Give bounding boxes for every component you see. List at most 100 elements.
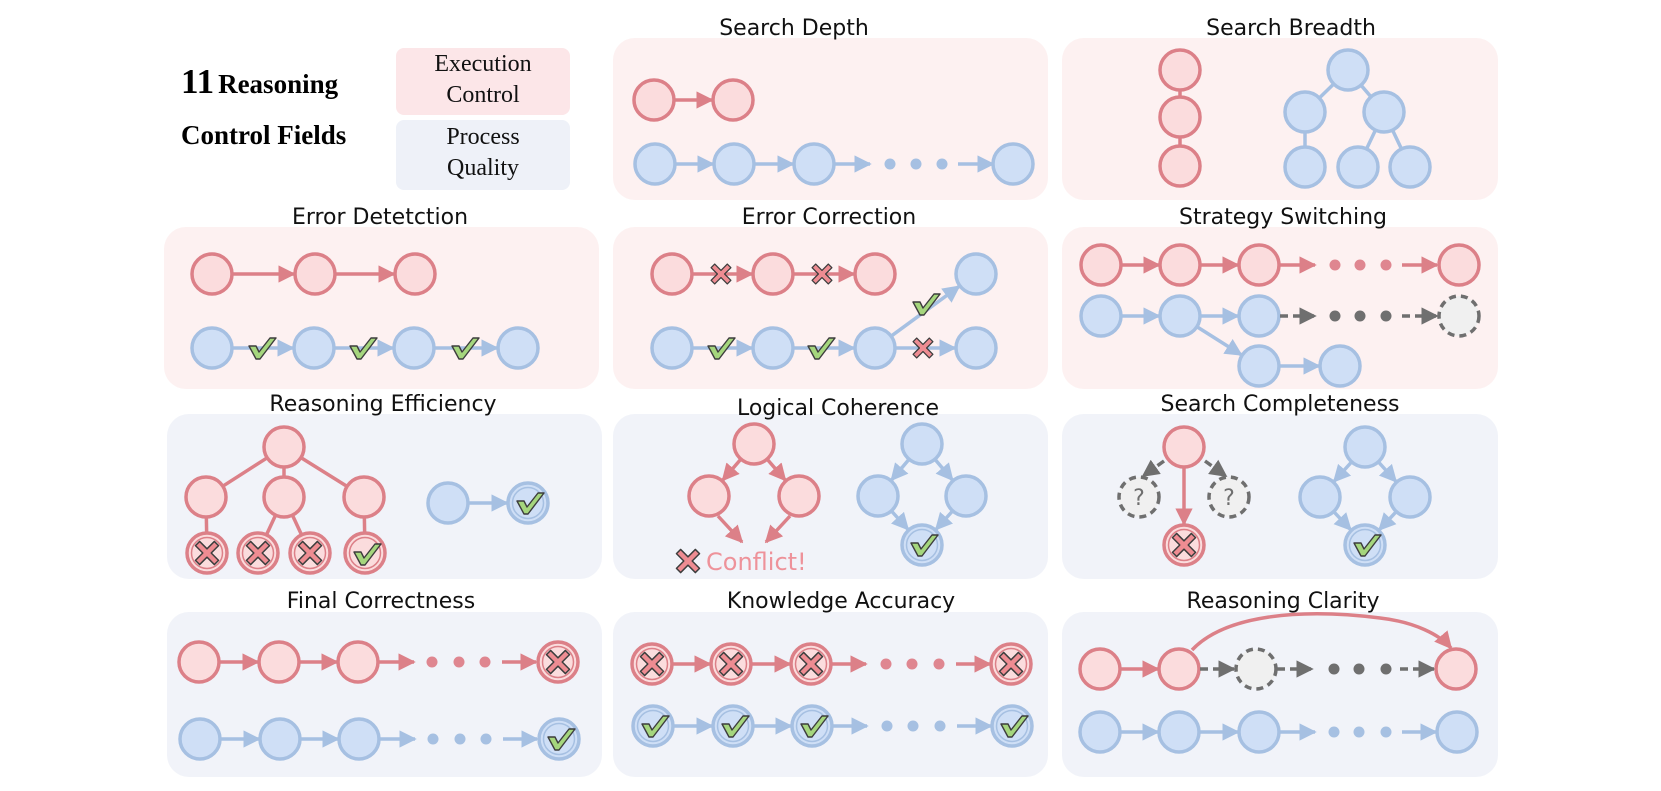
node (190, 326, 234, 370)
node (711, 704, 755, 748)
node (426, 481, 470, 525)
node (1326, 48, 1370, 92)
node (1237, 344, 1281, 388)
node (537, 717, 581, 761)
check-icon (800, 715, 829, 738)
node (900, 523, 944, 567)
edge-arrow (1196, 325, 1243, 357)
cross-icon (912, 337, 934, 359)
check-mark-shape (516, 492, 545, 515)
cross-mark-shape (912, 337, 934, 359)
cross-mark-shape (998, 651, 1024, 677)
cross-icon (545, 649, 571, 675)
ellipsis-dot (1380, 726, 1392, 738)
node-inner-ring (794, 647, 828, 681)
ellipsis-dot (1354, 259, 1366, 271)
cross-mark-shape (718, 651, 744, 677)
check-icon (248, 337, 277, 360)
node (777, 474, 821, 518)
node (1237, 710, 1281, 754)
check-icon (807, 337, 836, 360)
edge-arrow (1332, 461, 1353, 483)
node (393, 252, 437, 296)
node (990, 704, 1034, 748)
ellipsis-dot (1329, 310, 1341, 322)
check-mark-shape (451, 337, 480, 360)
check-mark-shape (807, 337, 836, 360)
check-icon (721, 715, 750, 738)
node (632, 78, 676, 122)
check-mark-shape (547, 728, 576, 751)
edge-arrow (1203, 459, 1228, 478)
ellipsis-dot (933, 658, 945, 670)
node (1437, 294, 1481, 338)
ellipsis-dot (907, 720, 919, 732)
ellipsis-dot (480, 733, 492, 745)
ellipsis-dot (426, 656, 438, 668)
node-inner-ring (542, 722, 576, 756)
node (954, 326, 998, 370)
node-inner-ring (1167, 528, 1201, 562)
cross-mark-shape (798, 651, 824, 677)
cross-icon (245, 540, 271, 566)
node (751, 252, 795, 296)
legend-process-line2: Quality (447, 155, 519, 181)
node (336, 640, 380, 684)
edge-arrow (764, 514, 792, 544)
node (856, 474, 900, 518)
check-mark-shape (349, 337, 378, 360)
node-inner-ring (994, 647, 1028, 681)
node (1362, 90, 1406, 134)
panel-search-breadth (1062, 38, 1498, 200)
panel-title-search-completeness: Search Completeness (1160, 392, 1399, 417)
node (190, 252, 234, 296)
ellipsis-dot (880, 658, 892, 670)
node (900, 422, 944, 466)
node (1388, 145, 1432, 189)
check-mark-shape (641, 715, 670, 738)
ellipsis-dot (453, 656, 465, 668)
cross-mark-shape (245, 540, 271, 566)
node-inner-ring (635, 647, 669, 681)
panel-title-search-depth: Search Depth (719, 16, 869, 41)
panel-title-error-correction: Error Correction (742, 205, 916, 230)
node (506, 481, 550, 525)
ellipsis-dot (1328, 663, 1340, 675)
cross-mark-shape (675, 548, 701, 574)
panel-final-correctness (167, 612, 602, 777)
tree-edge (1318, 82, 1335, 100)
node (1079, 243, 1123, 287)
tree-edge (221, 456, 269, 488)
node-inner-ring (636, 709, 670, 743)
node (343, 531, 387, 575)
ellipsis-dot (1353, 726, 1365, 738)
node (1336, 145, 1380, 189)
node (258, 717, 302, 761)
node (1283, 90, 1327, 134)
node (1162, 425, 1206, 469)
edge-arrow (716, 514, 744, 544)
node (1158, 294, 1202, 338)
edge-arrow (1333, 511, 1352, 531)
node-inner-ring (795, 709, 829, 743)
question-icon: ? (1133, 486, 1145, 511)
check-mark-shape (1000, 715, 1029, 738)
node-inner-ring (293, 536, 327, 570)
node (178, 717, 222, 761)
edge-arrow (721, 458, 742, 482)
tree-edge (1364, 129, 1378, 150)
ellipsis-dot (1353, 663, 1365, 675)
check-mark-shape (1353, 534, 1382, 557)
node (293, 252, 337, 296)
check-icon (516, 492, 545, 515)
node-inner-ring (714, 647, 748, 681)
check-mark-shape (721, 715, 750, 738)
question-icon: ? (1223, 486, 1235, 511)
legend-title-line2: Control Fields (181, 120, 347, 150)
node (1437, 243, 1481, 287)
node (262, 425, 306, 469)
ellipsis-dot (934, 720, 946, 732)
legend-execution-line2: Control (446, 82, 520, 108)
check-icon (641, 715, 670, 738)
node (1234, 647, 1278, 691)
